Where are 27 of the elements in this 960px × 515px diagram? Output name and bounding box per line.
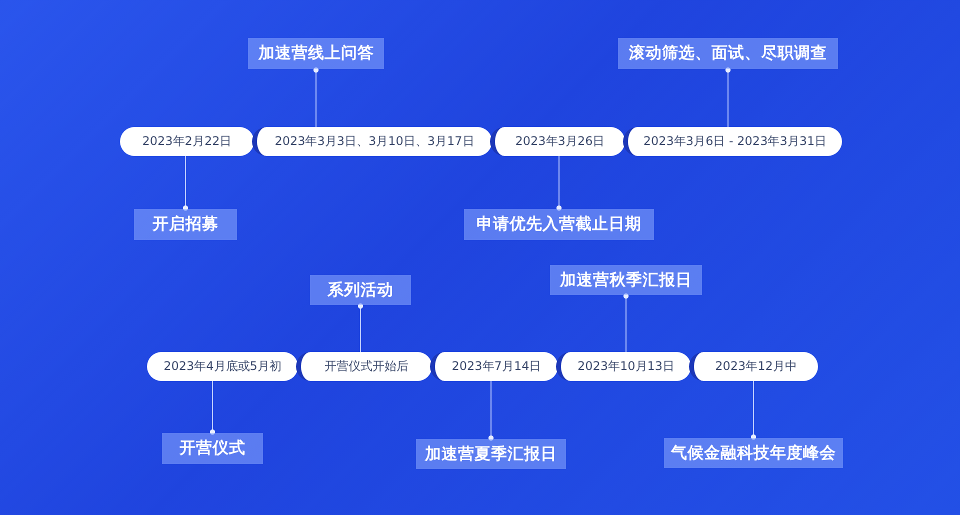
date-pill: 2023年3月6日 - 2023年3月31日: [623, 127, 842, 156]
date-pill: 开营仪式开始后: [296, 352, 432, 381]
leader-line: [182, 156, 188, 211]
leader-line: [750, 380, 756, 440]
event-label-box: 申请优先入营截止日期: [464, 209, 654, 240]
date-pill: 2023年3月3日、3月10日、3月17日: [252, 127, 492, 156]
date-pill: 2023年10月13日: [556, 352, 691, 381]
event-label-box: 滚动筛选、面试、尽职调查: [618, 38, 838, 69]
leader-line: [358, 303, 364, 352]
date-pill: 2023年2月22日: [120, 127, 254, 156]
leader-line: [623, 293, 629, 352]
date-pill: 2023年12月中: [689, 352, 818, 381]
leader-line: [313, 67, 319, 128]
leader-line: [210, 380, 216, 435]
event-label-box: 加速营夏季汇报日: [416, 439, 566, 469]
event-label-box: 开营仪式: [162, 433, 263, 464]
date-pill: 2023年4月底或5月初: [147, 352, 298, 381]
event-label-box: 气候金融科技年度峰会: [664, 438, 843, 468]
leader-line: [725, 67, 731, 128]
event-label-box: 开启招募: [134, 209, 237, 240]
date-pill: 2023年7月14日: [430, 352, 558, 381]
leader-line: [488, 380, 494, 441]
date-pill: 2023年3月26日: [490, 127, 625, 156]
event-label-box: 加速营线上问答: [248, 38, 384, 69]
event-label-box: 系列活动: [310, 275, 411, 305]
leader-line: [556, 156, 562, 211]
event-label-box: 加速营秋季汇报日: [550, 265, 702, 295]
